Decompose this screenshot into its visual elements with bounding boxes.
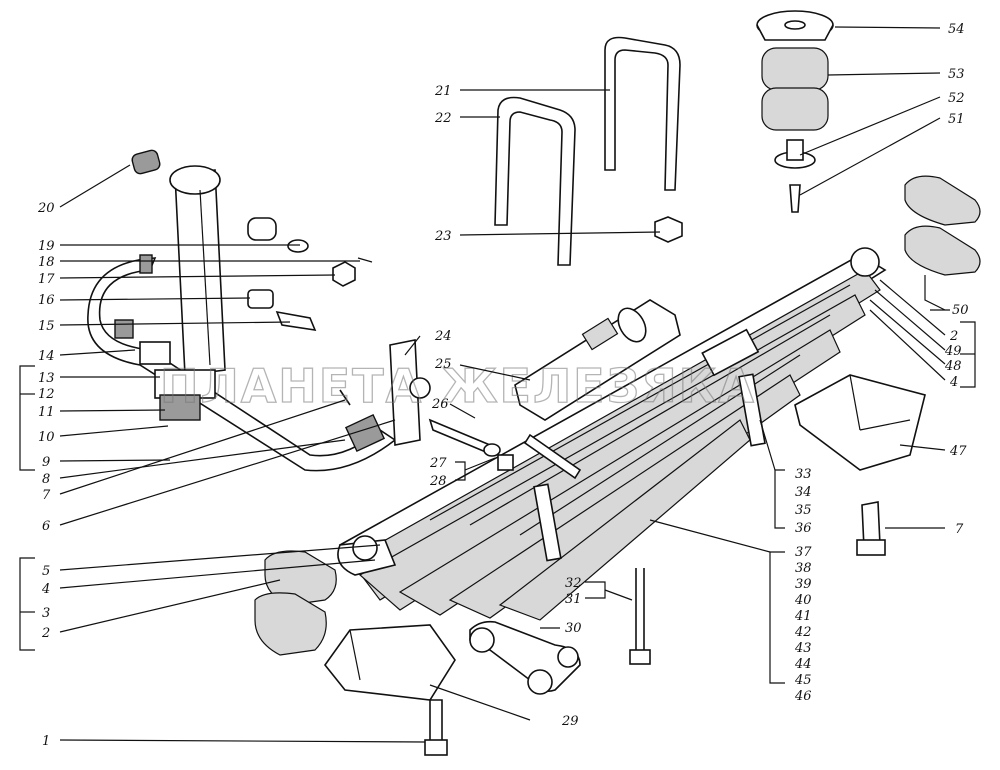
label-16: 16 xyxy=(38,293,55,308)
label-8: 8 xyxy=(42,472,50,487)
label-19: 19 xyxy=(38,239,55,254)
label-11: 11 xyxy=(38,405,55,420)
label-39: 39 xyxy=(795,577,812,592)
label-27: 27 xyxy=(429,456,447,471)
label-49: 49 xyxy=(944,344,962,359)
label-38: 38 xyxy=(795,561,812,576)
label-44: 44 xyxy=(794,657,812,672)
u-bolts xyxy=(494,36,683,266)
label-51: 51 xyxy=(948,112,965,127)
label-24: 24 xyxy=(434,329,452,344)
label-30: 30 xyxy=(565,621,582,636)
label-2-right: 2 xyxy=(949,329,958,344)
label-4-left: 4 xyxy=(41,582,50,597)
label-9: 9 xyxy=(42,455,50,470)
label-26: 26 xyxy=(431,397,449,412)
label-25: 25 xyxy=(434,357,452,372)
label-32: 32 xyxy=(565,576,582,591)
label-6: 6 xyxy=(42,519,50,534)
label-40: 40 xyxy=(794,593,812,608)
leaf-spring xyxy=(337,247,887,621)
label-23: 23 xyxy=(434,229,452,244)
part-number-labels: 20 19 18 17 16 15 14 13 12 11 10 9 8 7 6… xyxy=(37,22,969,749)
label-3: 3 xyxy=(42,606,50,621)
label-17: 17 xyxy=(38,272,55,287)
label-15: 15 xyxy=(38,319,55,334)
label-34: 34 xyxy=(795,485,812,500)
brackets xyxy=(323,374,926,701)
label-50: 50 xyxy=(952,303,969,318)
label-42: 42 xyxy=(794,625,812,640)
leader-lines xyxy=(19,26,976,743)
label-45: 45 xyxy=(794,673,812,688)
label-21: 21 xyxy=(434,84,452,99)
label-53: 53 xyxy=(948,67,965,82)
label-31: 31 xyxy=(565,592,582,607)
label-37: 37 xyxy=(795,545,812,560)
label-54: 54 xyxy=(948,22,965,37)
label-10: 10 xyxy=(38,430,55,445)
watermark-text: ПЛАНЕТА ЖЕЛЕЗЯКА xyxy=(160,359,756,413)
label-52: 52 xyxy=(948,91,965,106)
label-33: 33 xyxy=(795,467,812,482)
label-22: 22 xyxy=(434,111,452,126)
label-46: 46 xyxy=(794,689,812,704)
label-28: 28 xyxy=(429,474,447,489)
label-7-right: 7 xyxy=(955,522,964,537)
label-18: 18 xyxy=(38,255,55,270)
label-5: 5 xyxy=(42,564,50,579)
label-29: 29 xyxy=(561,714,579,729)
stabilizer-assembly xyxy=(87,165,431,472)
label-41: 41 xyxy=(794,609,812,624)
label-4-right: 4 xyxy=(949,375,958,390)
label-20: 20 xyxy=(37,201,55,216)
label-2-left: 2 xyxy=(41,626,50,641)
label-36: 36 xyxy=(795,521,812,536)
bolts xyxy=(424,501,886,756)
small-parts-left xyxy=(131,149,582,480)
label-35: 35 xyxy=(795,503,812,518)
label-12: 12 xyxy=(38,387,55,402)
label-48: 48 xyxy=(944,359,962,374)
label-1: 1 xyxy=(42,734,50,749)
spacer-block xyxy=(514,299,681,421)
label-13: 13 xyxy=(38,371,55,386)
rubber-bumper-stack xyxy=(756,10,834,213)
label-14: 14 xyxy=(38,349,55,364)
label-47: 47 xyxy=(949,444,967,459)
label-7-left: 7 xyxy=(42,488,51,503)
label-43: 43 xyxy=(794,641,812,656)
